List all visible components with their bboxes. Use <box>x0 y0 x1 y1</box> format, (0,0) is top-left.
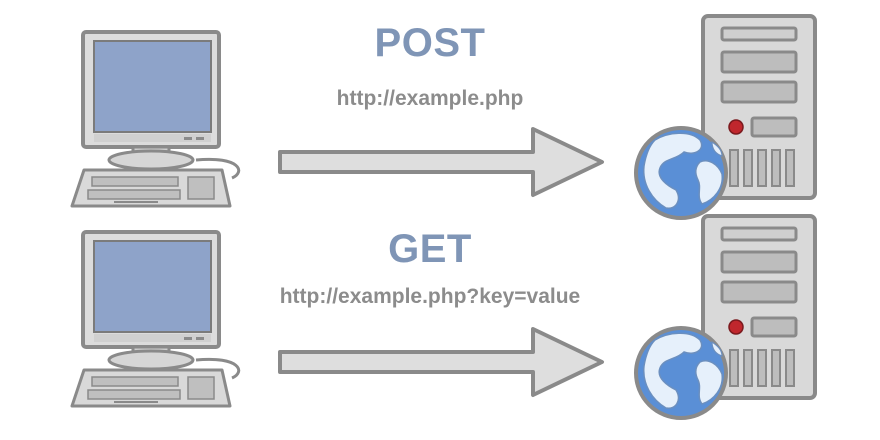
desktop-computer-icon <box>70 230 241 408</box>
post-method-label: POST <box>374 21 486 65</box>
right-arrow-icon <box>278 327 604 397</box>
globe-icon <box>634 326 728 420</box>
post-url-label: http://example.php <box>336 87 524 110</box>
right-arrow-icon <box>278 127 604 197</box>
get-url-label: http://example.php?key=value <box>279 285 581 308</box>
globe-icon <box>634 126 728 220</box>
desktop-computer-icon <box>70 30 241 208</box>
get-method-label: GET <box>388 227 472 271</box>
